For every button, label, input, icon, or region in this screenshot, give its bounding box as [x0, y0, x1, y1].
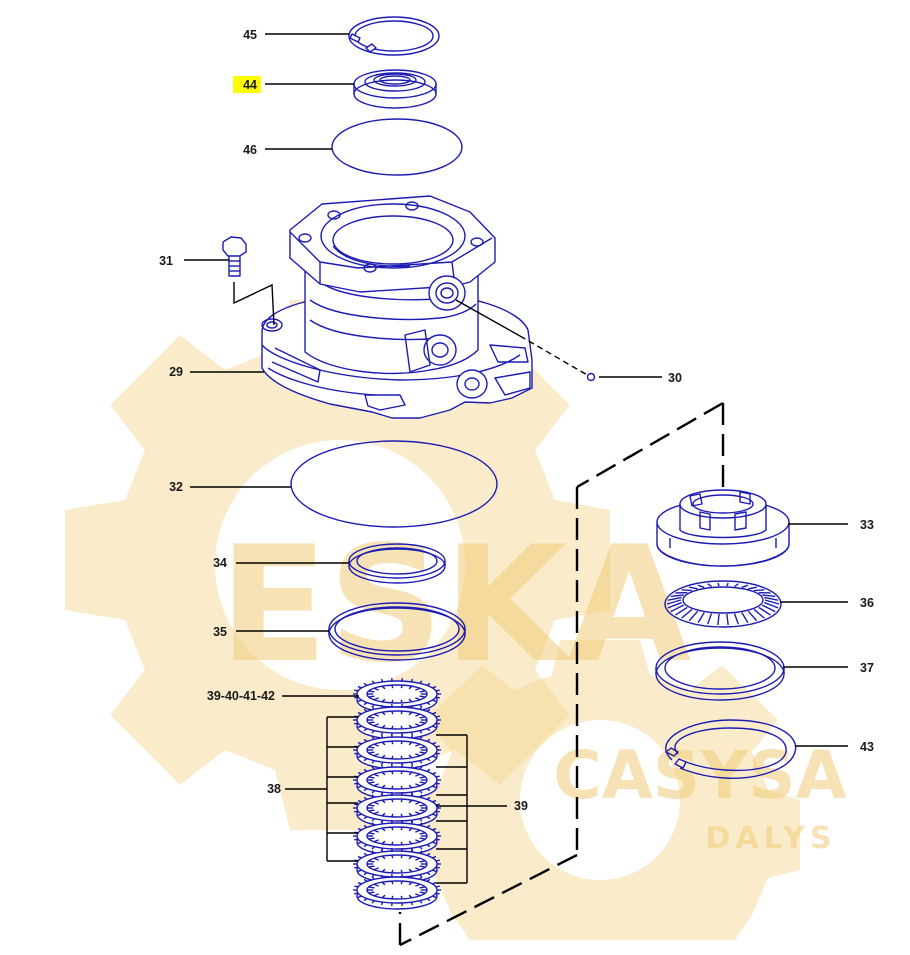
watermark: ESKA CASYSA DALYS [65, 300, 847, 940]
spring-tick [666, 599, 682, 605]
callout-31[interactable]: 31 [159, 254, 173, 268]
callout-29[interactable]: 29 [169, 365, 183, 379]
spring-tick [753, 589, 765, 592]
part-30-plug[interactable] [586, 372, 596, 382]
part-45-snap-ring[interactable] [348, 16, 440, 56]
part-29-housing[interactable] [261, 195, 533, 419]
clutch-disc-stack[interactable] [353, 678, 441, 910]
clutch-disc[interactable] [353, 874, 441, 910]
part-33-hub[interactable] [656, 489, 790, 567]
spring-tick [697, 612, 705, 624]
callout-39[interactable]: 39 [514, 799, 528, 813]
part-35-ring[interactable] [328, 602, 466, 661]
watermark-line2: DALYS [706, 821, 837, 856]
callout-32[interactable]: 32 [169, 480, 183, 494]
part-34-ring[interactable] [348, 543, 446, 584]
callout-38[interactable]: 38 [267, 782, 281, 796]
callout-39-40-41-42[interactable]: 39-40-41-42 [207, 689, 275, 703]
watermark-gear-icon [65, 300, 610, 830]
callout-34[interactable]: 34 [213, 556, 227, 570]
spring-tick [717, 582, 720, 587]
spring-tick [762, 594, 776, 598]
watermark-gear-small-icon [405, 640, 800, 940]
callout-43[interactable]: 43 [860, 740, 874, 754]
callout-36[interactable]: 36 [860, 596, 874, 610]
callout-45[interactable]: 45 [243, 28, 257, 42]
spring-tick [726, 582, 729, 587]
callout-44-highlight [233, 76, 261, 93]
spring-tick [667, 601, 682, 609]
watermark-brand: ESKA [219, 511, 692, 698]
part-32-o-ring[interactable] [290, 440, 498, 528]
spring-tick [689, 586, 698, 590]
spring-tick [688, 610, 699, 622]
spring-tick [670, 594, 684, 598]
spring-tick [748, 586, 757, 590]
clutch-disc[interactable] [353, 704, 441, 740]
watermark-line1: CASYSA [553, 737, 846, 814]
spring-tick [761, 604, 776, 613]
callout-labels: 45 44 46 31 29 30 32 34 35 39-40-41-42 3… [159, 28, 874, 813]
spring-tick [681, 608, 693, 619]
callout-33[interactable]: 33 [860, 518, 874, 532]
part-36-disc-spring[interactable] [664, 580, 782, 628]
assembly-dashed-line [398, 401, 725, 947]
part-37-plate[interactable] [655, 641, 785, 701]
spring-tick [670, 604, 685, 613]
clutch-disc[interactable] [353, 820, 441, 856]
spring-tick [707, 613, 713, 625]
leader-lines [184, 33, 848, 884]
part-44-bearing[interactable] [353, 69, 437, 109]
callout-30[interactable]: 30 [668, 371, 682, 385]
spring-tick [734, 583, 739, 588]
clutch-disc[interactable] [353, 764, 441, 800]
spring-tick [764, 596, 779, 601]
spring-tick [707, 583, 712, 588]
spring-tick [764, 601, 779, 609]
callout-37[interactable]: 37 [860, 661, 874, 675]
spring-tick [667, 596, 682, 601]
callout-35[interactable]: 35 [213, 625, 227, 639]
spring-tick [726, 613, 729, 625]
spring-tick [681, 589, 693, 592]
spring-tick [675, 606, 688, 616]
spring-tick [758, 606, 771, 616]
spring-tick [753, 608, 765, 619]
spring-tick [741, 584, 749, 589]
spring-tick [733, 613, 739, 625]
spring-tick [717, 613, 720, 625]
part-43-snap-ring[interactable] [665, 719, 797, 779]
clutch-disc[interactable] [353, 848, 441, 884]
callout-46[interactable]: 46 [243, 143, 257, 157]
spring-tick [747, 610, 758, 622]
part-46-o-ring[interactable] [331, 118, 463, 176]
spring-tick [764, 599, 780, 605]
callout-44[interactable]: 44 [243, 78, 257, 92]
spring-tick [697, 584, 705, 589]
spring-tick [741, 612, 749, 624]
part-31-bolt[interactable] [222, 236, 247, 277]
